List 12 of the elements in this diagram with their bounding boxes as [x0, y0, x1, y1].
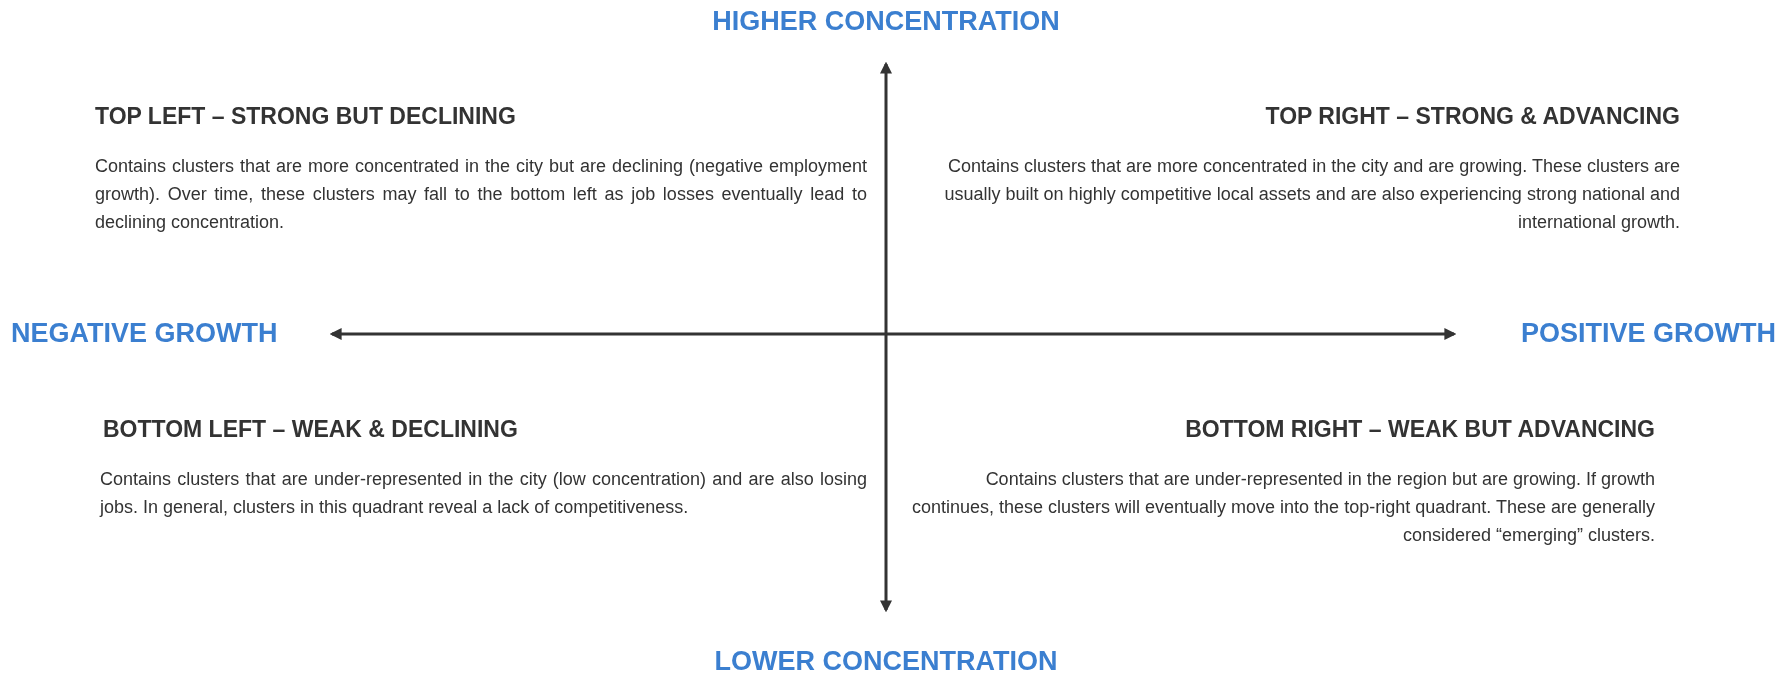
- axis-label: HIGHER CONCENTRATION: [712, 6, 1060, 37]
- quadrant-description: Contains clusters that are more concentrated in the city but are declining (negative employment growth). Over time, these clusters may fall to the bottom left as job losses eventually lead to declining concentration.: [95, 155, 867, 234]
- quadrant-heading: BOTTOM LEFT – WEAK & DECLINING: [103, 416, 518, 443]
- quadrant-description: Contains clusters that are under-represented in the city (low concentration) and are also losing jobs. In general, clusters in this quadrant reveal a lack of competitiveness.: [100, 468, 867, 519]
- axis-label: NEGATIVE GROWTH: [11, 318, 278, 349]
- axis-label: POSITIVE GROWTH: [1521, 318, 1776, 349]
- quadrant-heading: TOP RIGHT – STRONG & ADVANCING: [1265, 103, 1680, 130]
- quadrant-description: Contains clusters that are more concentrated in the city and are growing. These clusters are usually built on highly competitive local assets and are also experiencing strong national and international growth.: [943, 155, 1680, 234]
- axis-label: LOWER CONCENTRATION: [714, 646, 1058, 677]
- quadrant-heading: BOTTOM RIGHT – WEAK BUT ADVANCING: [1185, 416, 1655, 443]
- quadrant-heading: TOP LEFT – STRONG BUT DECLINING: [95, 103, 516, 130]
- quadrant-description: Contains clusters that are under-represented in the region but are growing. If growth continues, these clusters will eventually move into the top-right quadrant. These are generally considered “emerging” clusters.: [910, 468, 1655, 547]
